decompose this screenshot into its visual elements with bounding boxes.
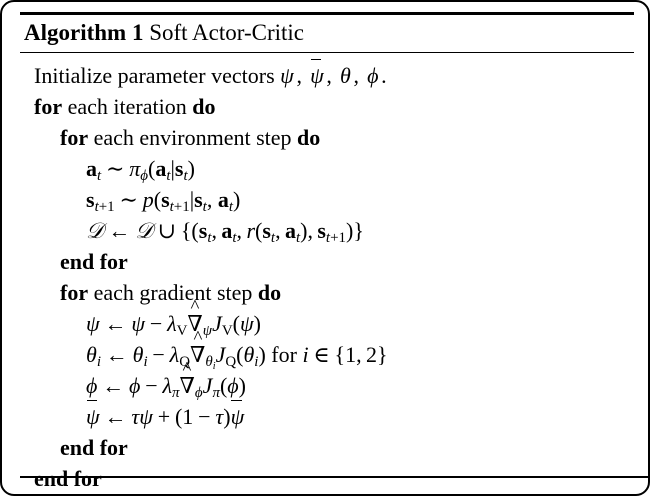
algorithm-block: Algorithm 1 Soft Actor-Critic Initialize… [20,12,634,494]
sample-state-equation: st+1∼p(st+1|st, at) [86,187,241,216]
initialize-symbols: ψ, ψ, θ, ϕ. [280,59,389,88]
algorithm-name: Soft Actor-Critic [149,20,304,45]
algorithm-label: Algorithm 1 [24,20,144,45]
algorithm-title: Algorithm 1 Soft Actor-Critic [20,15,634,52]
algorithm-line-update-psi: ψ←ψ−λV∇ψJV(ψ) [20,308,634,339]
algorithm-line-update-phi: ϕ←ϕ−λπ∇ϕJπ(ϕ) [20,370,634,401]
do-keyword: do [297,125,321,150]
for-iteration-text: each iteration [67,94,187,119]
algorithm-line-for-gradient-step: for each gradient step do [20,277,634,308]
end-for-keyword: end for [60,249,128,274]
for-keyword: for [60,125,89,150]
do-keyword: do [257,280,282,305]
for-i-keyword: for [271,342,297,367]
index-set-condition: i∈{1, 2} [296,342,388,367]
update-theta-equation: θi←θi−λQ∇θiJQ(θi) [86,342,266,372]
initialize-text: Initialize parameter vectors [34,63,275,88]
algorithm-bottom-rule [20,476,648,478]
buffer-update-equation: 𝒟←𝒟∪{(st, at, r(st, at), st+1)} [86,218,364,247]
update-target-psi-equation: ψ←τψ+(1−τ)ψ [86,400,244,429]
algorithm-line-end-for-env: end for [20,246,634,277]
algorithm-line-buffer-update: 𝒟←𝒟∪{(st, at, r(st, at), st+1)} [20,215,634,246]
algorithm-title-rule [20,52,634,53]
sample-action-equation: at∼πϕ(at|st) [86,156,195,185]
for-keyword: for [34,94,63,119]
algorithm-line-sample-action: at∼πϕ(at|st) [20,153,634,184]
algorithm-line-for-iteration: for each iteration do [20,91,634,122]
do-keyword: do [192,94,216,119]
for-gradient-step-text: each gradient step [93,280,253,305]
for-keyword: for [60,280,89,305]
update-psi-equation: ψ←ψ−λV∇ψJV(ψ) [86,311,261,339]
update-phi-equation: ϕ←ϕ−λπ∇ϕJπ(ϕ) [86,373,246,401]
algorithm-line-end-for-gradient: end for [20,432,634,463]
end-for-keyword: end for [34,466,102,491]
algorithm-line-update-theta: θi←θi−λQ∇θiJQ(θi) for i∈{1, 2} [20,339,634,372]
algorithm-line-for-env-step: for each environment step do [20,122,634,153]
algorithm-line-end-for-iteration: end for [20,463,634,494]
for-env-step-text: each environment step [93,125,292,150]
algorithm-line-sample-state: st+1∼p(st+1|st, at) [20,184,634,215]
algorithm-body: Initialize parameter vectors ψ, ψ, θ, ϕ.… [20,53,634,494]
algorithm-line-initialize: Initialize parameter vectors ψ, ψ, θ, ϕ. [20,59,634,91]
end-for-keyword: end for [60,435,128,460]
algorithm-line-update-target-psi: ψ←τψ+(1−τ)ψ [20,400,634,432]
algorithm-top-rule [20,12,634,15]
